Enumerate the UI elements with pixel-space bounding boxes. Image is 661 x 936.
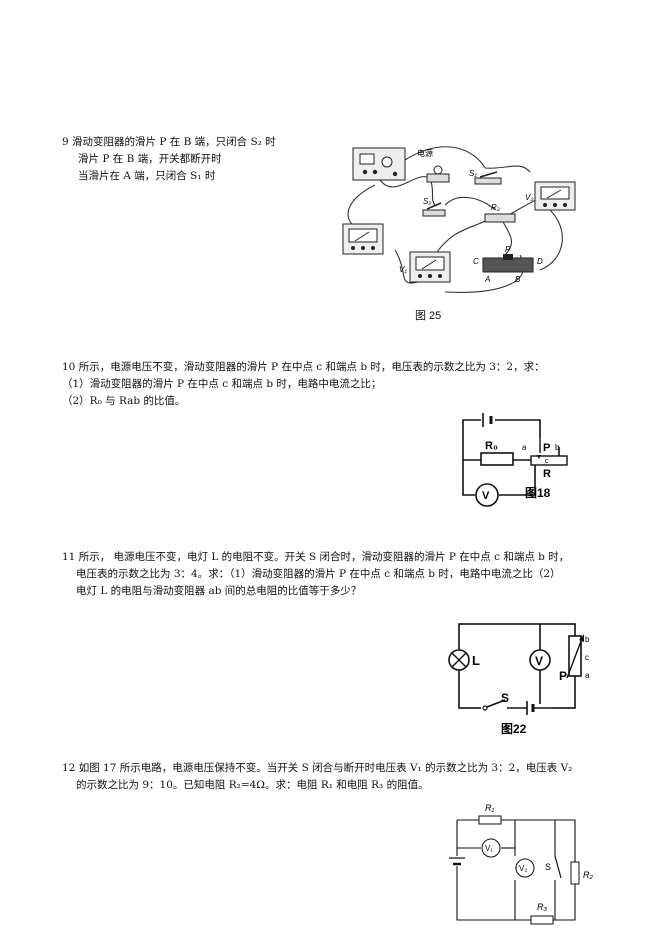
q11-circuit-figure: L V b c a P S 图22 — [448, 623, 590, 736]
label-v2: V₂ — [525, 193, 533, 202]
label-c: c — [585, 653, 589, 662]
q11-line-2: 电压表的示数之比为 3：4。求：（1）滑动变阻器的滑片 P 在中点 c 和端点 … — [76, 568, 561, 580]
label-a: a — [585, 671, 590, 680]
q11-line-3: 电灯 L 的电阻与滑动变阻器 ab 间的总电阻的比值等于多少？ — [76, 585, 362, 597]
q10-figure-caption: 图18 — [525, 486, 551, 500]
rheostat — [482, 254, 534, 273]
label-r2: R₂ — [583, 870, 593, 880]
lamp — [426, 165, 450, 183]
label-s1: S₁ — [469, 169, 477, 178]
q11-figure-caption: 图22 — [501, 722, 527, 736]
label-b: b — [555, 443, 560, 452]
q12-circuit-figure: R₁ V₁ V₂ S R₂ R₃ — [449, 803, 593, 925]
q10-line-3: （2）R₀ 与 Rab 的比值。 — [62, 395, 186, 407]
resistor-r1 — [478, 815, 502, 825]
voltmeter-v2 — [534, 181, 576, 211]
rheostat-r — [530, 455, 568, 466]
switch-s2 — [422, 209, 446, 217]
q10-line-1: 10 所示，电源电压不变，滑动变阻器的滑片 P 在中点 c 和端点 b 时，电压… — [62, 361, 545, 373]
q10-line-2: （1）滑动变阻器的滑片 P 在中点 c 和端点 b 时，电路中电流之比； — [62, 378, 382, 390]
left-meter — [342, 223, 384, 255]
label-a: A — [484, 275, 490, 284]
q10-circuit-figure: R₀ a P b c R V 图18 — [462, 413, 568, 507]
q9-figure-caption: 图 25 — [415, 310, 442, 322]
voltmeter-v1 — [409, 251, 451, 283]
label-s: S — [501, 691, 509, 705]
label-r2: R₂ — [491, 203, 500, 212]
label-p: P — [505, 245, 511, 254]
label-v2: V₂ — [519, 864, 527, 873]
resistor-r0 — [480, 452, 514, 466]
label-v: V — [482, 490, 490, 502]
q12-line-1: 12 如图 17 所示电路，电源电压保持不变。当开关 S 闭合与断开时电压表 V… — [62, 762, 573, 774]
q9-line-3: 当滑片在 A 端，只闭合 S₁ 时 — [78, 170, 216, 182]
switch-s1 — [474, 177, 502, 185]
label-p: P — [559, 669, 567, 683]
resistor-r2 — [570, 861, 580, 885]
label-b: b — [585, 635, 590, 644]
label-p: P — [543, 442, 550, 454]
label-v: V — [535, 654, 543, 668]
voltmeter — [529, 649, 551, 671]
label-r1: R₁ — [485, 803, 494, 813]
switch-s — [554, 855, 562, 879]
label-a: a — [522, 443, 527, 452]
label-r0: R₀ — [485, 440, 498, 452]
label-r: R — [543, 468, 551, 480]
q9-line-2: 滑片 P 在 B 端，开关都断开时 — [78, 153, 222, 165]
label-v1: V₁ — [399, 265, 407, 274]
label-d: D — [537, 257, 543, 266]
resistor-r2 — [484, 213, 516, 223]
label-l: L — [472, 653, 480, 668]
q11-line-1: 11 所示， 电源电压不变，电灯 L 的电阻不变。开关 S 闭合时，滑动变阻器的… — [62, 551, 570, 563]
power-supply-box — [352, 147, 406, 181]
voltmeter — [475, 483, 499, 507]
q9-line-1: 9 滑动变阻器的滑片 P 在 B 端，只闭合 S₂ 时 — [62, 136, 276, 148]
label-v1: V₁ — [485, 844, 493, 853]
q9-apparatus-figure: 电源 S₁ S₂ R₂ V₂ V₁ P C D A B — [342, 146, 576, 293]
resistor-r3 — [530, 915, 554, 925]
label-b: B — [515, 275, 521, 284]
power-label: 电源 — [417, 148, 433, 158]
label-r3: R₃ — [537, 902, 547, 912]
label-s2: S₂ — [423, 197, 431, 206]
label-c: c — [545, 458, 549, 465]
label-c: C — [473, 257, 479, 266]
label-s: S — [545, 862, 551, 872]
q12-line-2: 的示数之比为 9：10。已知电阻 R₂=4Ω。求：电阻 R₁ 和电阻 R₃ 的阻… — [76, 779, 429, 791]
voltmeter-v1 — [481, 838, 501, 858]
